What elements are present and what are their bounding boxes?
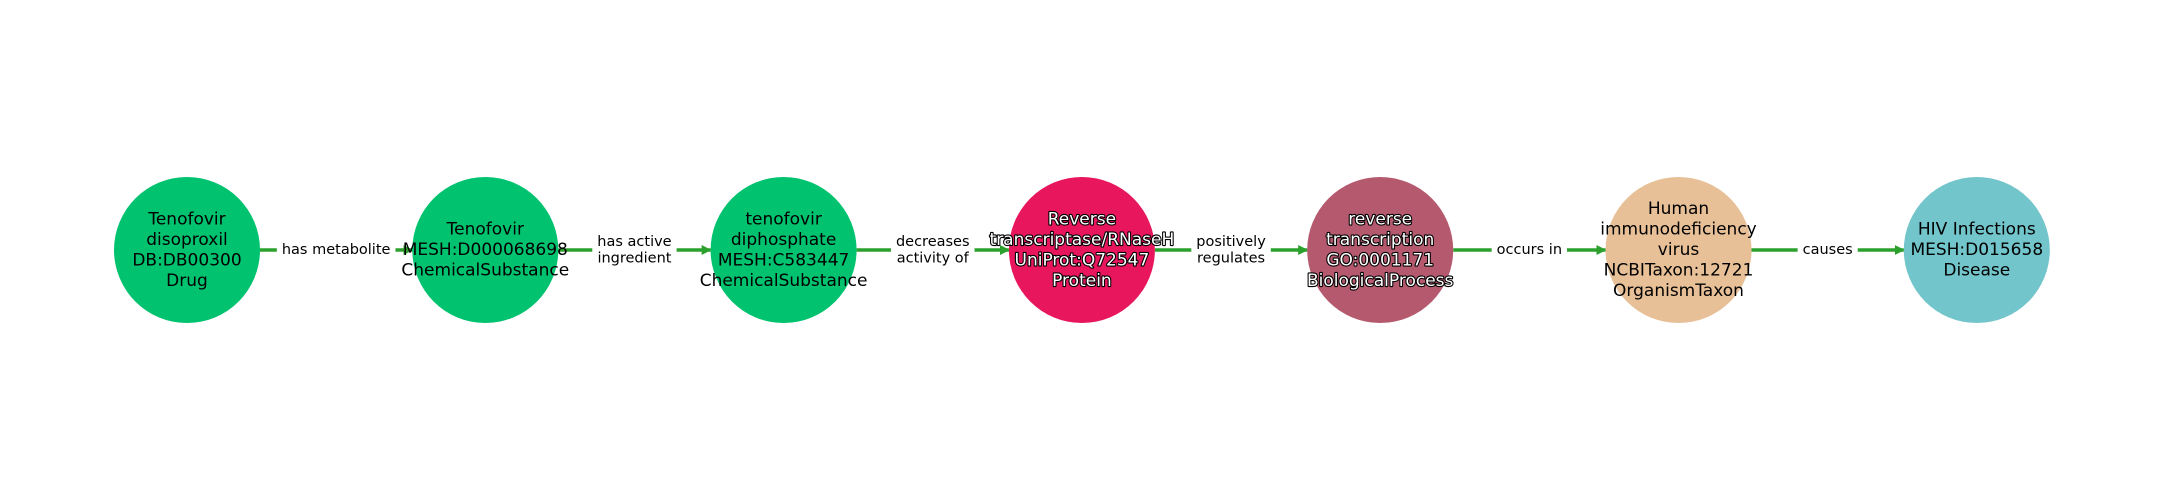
- node-label-line: DB:DB00300: [132, 250, 241, 270]
- edge-label-line: activity of: [897, 250, 970, 266]
- node-circle: [710, 177, 857, 323]
- node-label-line: diphosphate: [731, 230, 836, 250]
- node-label-line: Protein: [1052, 271, 1112, 291]
- node-label-line: transcriptase/RNaseH: [990, 230, 1175, 250]
- edge-label-background: [1191, 231, 1271, 269]
- node-label-line: MESH:D000068698: [403, 240, 568, 260]
- node-6: HumanimmunodeficiencyvirusNCBITaxon:1272…: [1600, 177, 1757, 323]
- edge-label-background: [1797, 239, 1858, 261]
- edge-label-line: has active: [597, 234, 671, 250]
- edge-label-6: causes: [1797, 239, 1858, 261]
- node-label-line: OrganismTaxon: [1613, 281, 1744, 301]
- node-3: tenofovirdiphosphateMESH:C583447Chemical…: [700, 177, 868, 323]
- node-label-line: reverse: [1348, 209, 1412, 229]
- edge-label-line: ingredient: [597, 250, 671, 266]
- node-label-line: immunodeficiency: [1600, 220, 1756, 240]
- node-circle: [1605, 177, 1752, 323]
- edge-label-line: decreases: [896, 234, 970, 250]
- node-2: TenofovirMESH:D000068698ChemicalSubstanc…: [401, 177, 569, 323]
- edge-label-line: has metabolite: [282, 242, 391, 258]
- node-label-line: Disease: [1943, 261, 2010, 281]
- node-label-line: Drug: [166, 271, 208, 291]
- node-label-line: BiologicalProcess: [1307, 271, 1454, 291]
- node-label-line: MESH:C583447: [718, 250, 849, 270]
- edge-label-line: occurs in: [1497, 242, 1562, 258]
- node-label-line: Tenofovir: [147, 209, 225, 229]
- node-5: reversetranscriptionGO:0001171Biological…: [1306, 177, 1455, 323]
- edge-label-5: occurs in: [1491, 239, 1568, 261]
- node-label-line: HIV Infections: [1918, 220, 2036, 240]
- node-label-line: Reverse: [1048, 209, 1116, 229]
- edge-label-background: [890, 231, 975, 269]
- node-circle: [1307, 177, 1454, 323]
- node-label-line: ChemicalSubstance: [700, 271, 868, 291]
- node-circle: [1008, 177, 1155, 323]
- node-label-line: transcription: [1326, 230, 1434, 250]
- node-4: Reversetranscriptase/RNaseHUniProt:Q7254…: [988, 177, 1175, 323]
- node-label-line: Tenofovir: [446, 220, 524, 240]
- edge-label-background: [592, 231, 677, 269]
- edge-label-1: has metabolite: [276, 239, 396, 261]
- node-label-line: Human: [1648, 199, 1709, 219]
- node-circle: [1903, 177, 2050, 323]
- node-label-line: ChemicalSubstance: [401, 261, 569, 281]
- node-label-line: tenofovir: [745, 209, 821, 229]
- edge-label-line: causes: [1803, 242, 1853, 258]
- node-label-line: virus: [1658, 240, 1700, 260]
- node-label-line: disoproxil: [146, 230, 228, 250]
- node-label-line: MESH:D015658: [1910, 240, 2043, 260]
- edge-label-line: regulates: [1197, 250, 1265, 266]
- node-circle: [412, 177, 559, 323]
- edge-label-background: [1491, 239, 1568, 261]
- node-label-line: NCBITaxon:12721: [1604, 261, 1754, 281]
- nodes-layer: TenofovirdisoproxilDB:DB00300DrugTenofov…: [114, 177, 2050, 323]
- node-circle: [114, 177, 260, 323]
- edge-label-line: positively: [1196, 234, 1266, 250]
- node-label-line: UniProt:Q72547: [1015, 250, 1150, 270]
- edge-label-background: [276, 239, 396, 261]
- node-label-line: GO:0001171: [1326, 250, 1434, 270]
